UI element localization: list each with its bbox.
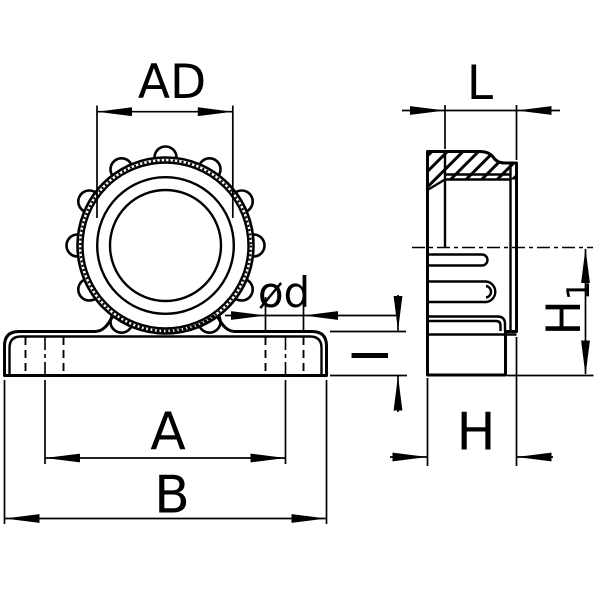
front-view	[3, 145, 328, 377]
flange-hatching	[427, 151, 517, 190]
knurl-bottom-band	[115, 314, 216, 334]
snap-rib-2	[428, 280, 497, 304]
label-B: B	[154, 466, 190, 526]
mounting-hole-left	[24, 337, 65, 375]
label-od: ød	[258, 268, 310, 317]
ring-inner-edge	[81, 161, 250, 330]
dimension-H: H	[390, 337, 553, 466]
label-A: A	[150, 402, 186, 462]
knurl-texture-ring	[79, 159, 252, 332]
conduit-diameter-circle	[95, 175, 236, 316]
dimension-A: A	[44, 380, 287, 464]
label-H: H	[456, 403, 495, 463]
snap-rib-1	[428, 253, 489, 267]
snap-rib-2-inner-cap	[485, 284, 493, 299]
dimension-B: B	[3, 380, 328, 526]
dimension-AD: AD	[96, 55, 234, 218]
snap-rib-3-inner	[428, 319, 502, 331]
base-plate-outline	[3, 315, 328, 377]
snap-rib-3-outer	[428, 315, 507, 331]
side-body-outline	[426, 150, 518, 377]
label-H1: H1	[537, 280, 597, 335]
label-L: L	[467, 56, 493, 111]
label-AD: AD	[138, 55, 206, 110]
hatch-cut-edge	[426, 178, 446, 192]
side-view	[412, 150, 593, 377]
dimension-od: ød	[225, 268, 398, 333]
mounting-hole-right	[264, 337, 305, 375]
label-I: I	[342, 348, 400, 363]
dimension-H1: H1	[507, 248, 597, 377]
dimension-I: I	[330, 295, 407, 412]
dimension-L: L	[402, 56, 560, 160]
outer-ring	[76, 156, 255, 335]
bore-circle	[108, 188, 223, 303]
base-plate-inner-edge	[8, 335, 323, 376]
